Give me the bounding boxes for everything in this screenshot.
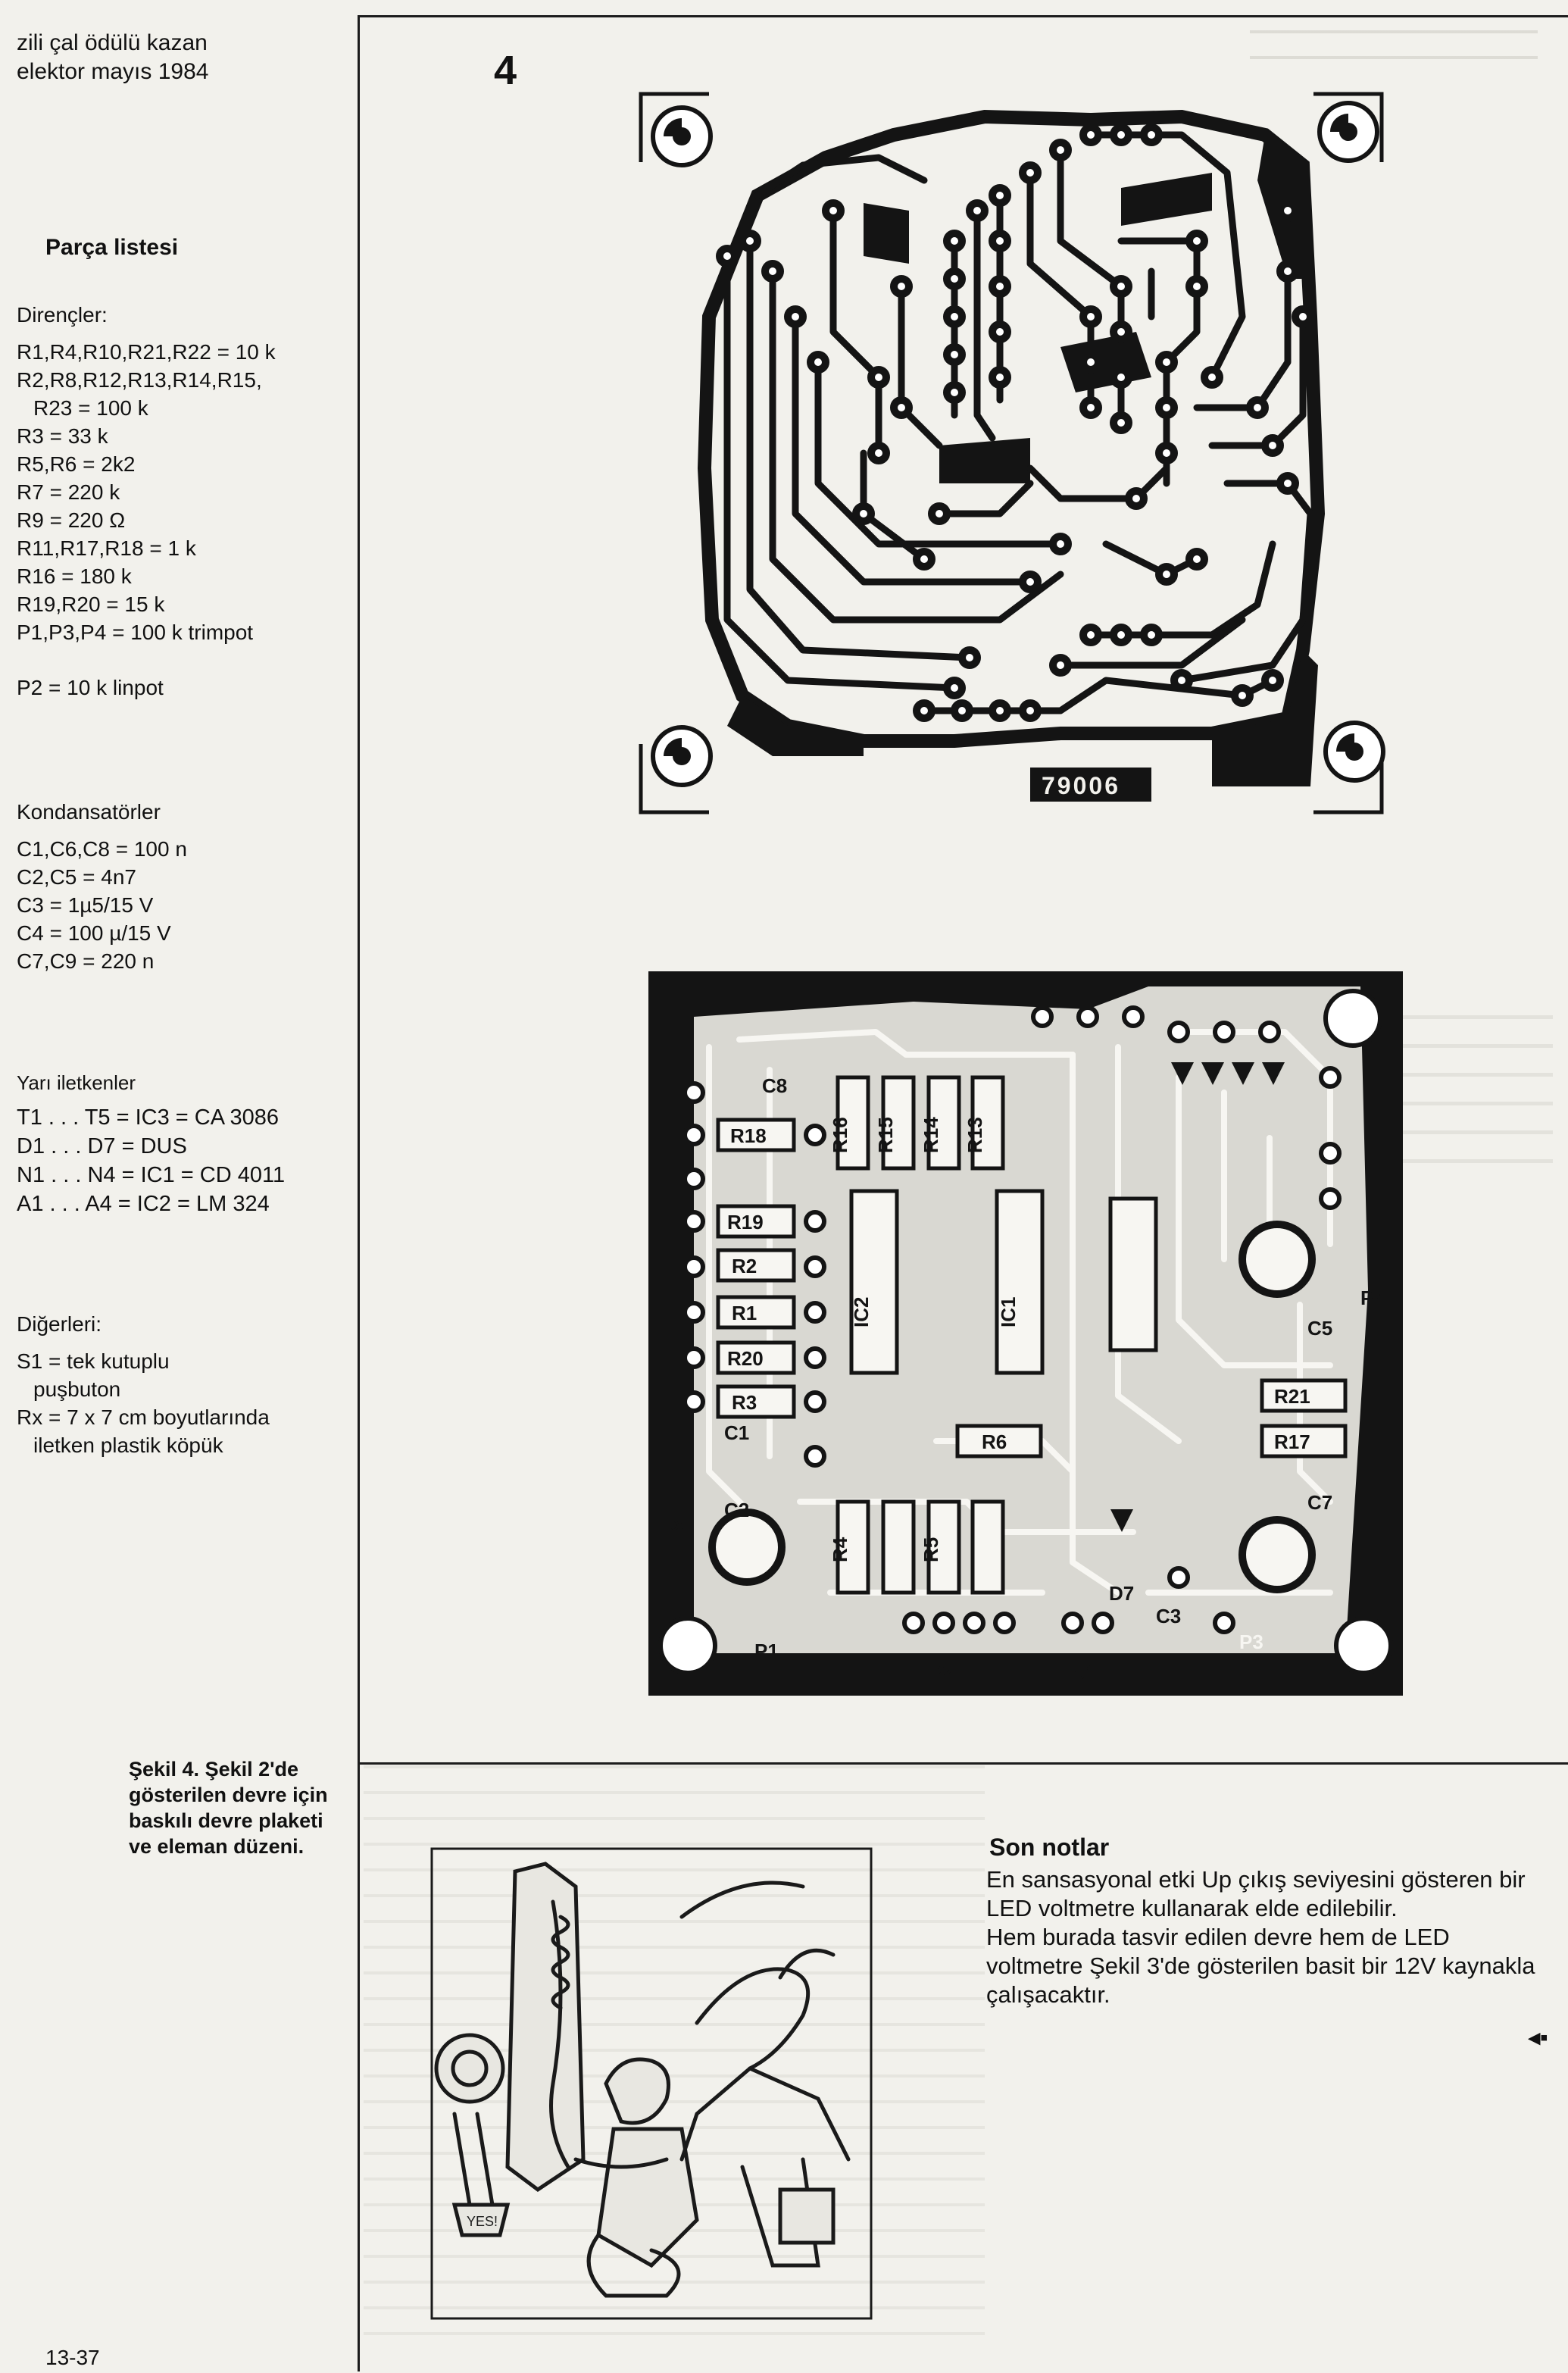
capacitors-title: Kondansatörler <box>17 800 161 824</box>
label-r4: R4 <box>829 1537 851 1562</box>
list-item: iletken plastik köpük <box>33 1433 223 1457</box>
list-item: C7,C9 = 220 n <box>17 949 155 973</box>
label-r21: R21 <box>1274 1385 1310 1408</box>
label-r5: R5 <box>920 1537 942 1562</box>
end-of-article-icon: ◂▪ <box>1529 2025 1548 2050</box>
label-r13: R13 <box>964 1117 986 1153</box>
figure-number: 4 <box>494 48 517 93</box>
list-item: C1,C6,C8 = 100 n <box>17 837 187 861</box>
resistors-title: Dirençler: <box>17 303 108 327</box>
bleed-through-texture <box>1250 30 1538 76</box>
notes-paragraph-1: En sansasyonal etki Up çıkış seviyesini … <box>986 1866 1526 1921</box>
label-c2: C2 <box>724 1499 749 1521</box>
others-title: Diğerleri: <box>17 1312 102 1336</box>
label-c8: C8 <box>762 1074 787 1097</box>
list-item: R3 = 33 k <box>17 424 108 448</box>
list-item: R5,R6 = 2k2 <box>17 452 136 476</box>
semiconductors-list: T1 . . . T5 = IC3 = CA 3086 D1 . . . D7 … <box>17 1103 285 1218</box>
label-c7: C7 <box>1307 1491 1332 1514</box>
label-r17: R17 <box>1274 1430 1310 1453</box>
list-item: S1 = tek kutuplu <box>17 1349 170 1373</box>
copper-traces <box>723 131 1314 714</box>
figure-caption: Şekil 4. Şekil 2'de gösterilen devre içi… <box>129 1758 328 1858</box>
list-item: T1 . . . T5 = IC3 = CA 3086 <box>17 1105 280 1130</box>
page-number: 13-37 <box>45 2346 100 2369</box>
notes-title: Son notlar <box>989 1834 1110 1861</box>
mounting-hole-marks <box>651 101 1385 787</box>
cartoon-illustration: YES! <box>430 1847 873 2320</box>
list-item: D1 . . . D7 = DUS <box>17 1134 187 1158</box>
cartoon-sign: YES! <box>467 2214 498 2229</box>
label-c5: C5 <box>1307 1317 1332 1340</box>
column-divider <box>358 15 360 2371</box>
label-rx: Rx <box>659 1512 685 1535</box>
list-item: R9 = 220 Ω <box>17 508 126 532</box>
list-item: R1,R4,R10,R21,R22 = 10 k <box>17 340 276 364</box>
diode-row <box>1110 1062 1285 1532</box>
label-s1: S1 <box>1073 1661 1097 1684</box>
section-rule <box>358 1762 1568 1765</box>
list-item: R2,R8,R12,R13,R14,R15, <box>17 368 262 392</box>
magazine-header: zili çal ödülü kazan elektor mayıs 1984 <box>17 29 208 86</box>
list-item: R23 = 100 k <box>33 396 148 420</box>
label-r14: R14 <box>920 1117 942 1153</box>
pcb-copper-layout: 79006 <box>639 92 1385 814</box>
list-item: R16 = 180 k <box>17 564 132 588</box>
list-item: A1 . . . A4 = IC2 = LM 324 <box>17 1192 270 1216</box>
label-r19: R19 <box>727 1211 764 1233</box>
label-r15: R15 <box>874 1117 897 1153</box>
list-item: R7 = 220 k <box>17 480 120 504</box>
pcb-code-text: 79006 <box>1042 772 1120 799</box>
label-p3: P3 <box>1239 1630 1263 1653</box>
header-line-2: elektor mayıs 1984 <box>17 59 209 84</box>
label-ic2: IC2 <box>850 1297 873 1327</box>
semiconductors-title: Yarı iletkenler <box>17 1071 136 1094</box>
resistor-bodies <box>716 1075 1348 1595</box>
header-line-1: zili çal ödülü kazan <box>17 30 208 55</box>
capacitors-list: C1,C6,C8 = 100 n C2,C5 = 4n7 C3 = 1µ5/15… <box>17 835 187 975</box>
label-d7: D7 <box>1109 1582 1134 1605</box>
ic-packages <box>849 1189 1158 1375</box>
label-p1: P1 <box>754 1640 779 1662</box>
list-item: P1,P3,P4 = 100 k trimpot <box>17 621 254 644</box>
list-item: C4 = 100 µ/15 V <box>17 921 171 945</box>
solder-pads <box>716 123 1314 722</box>
label-ic1: IC1 <box>997 1297 1020 1327</box>
top-rule <box>358 15 1568 17</box>
label-r6: R6 <box>982 1430 1007 1453</box>
label-r2: R2 <box>732 1255 757 1277</box>
component-pads <box>682 1005 1342 1634</box>
notes-paragraph-2: Hem burada tasvir edilen devre hem de LE… <box>986 1924 1535 2008</box>
list-item: puşbuton <box>33 1377 121 1401</box>
pcb-component-layout: C8 R18 R19 R2 R1 R20 R3 C1 C2 Rx R4 R5 P… <box>648 971 1403 1696</box>
resistors-list: R1,R4,R10,R21,R22 = 10 k R2,R8,R12,R13,R… <box>17 338 276 702</box>
label-p2: P2 <box>929 1661 953 1684</box>
label-r1: R1 <box>732 1302 757 1324</box>
label-r3: R3 <box>732 1391 757 1414</box>
label-p4: P4 <box>1360 1287 1385 1309</box>
list-item: C3 = 1µ5/15 V <box>17 893 154 917</box>
list-item: N1 . . . N4 = IC1 = CD 4011 <box>17 1163 286 1187</box>
others-list: S1 = tek kutuplu puşbuton Rx = 7 x 7 cm … <box>17 1347 270 1459</box>
label-r18: R18 <box>730 1124 767 1147</box>
list-item: R19,R20 = 15 k <box>17 592 165 616</box>
label-r16: R16 <box>829 1117 851 1153</box>
label-c3: C3 <box>1156 1605 1181 1627</box>
list-item: Rx = 7 x 7 cm boyutlarında <box>17 1405 270 1429</box>
label-r20: R20 <box>727 1347 764 1370</box>
list-item: R11,R17,R18 = 1 k <box>17 536 196 560</box>
registration-marks <box>639 92 1384 814</box>
notes-body: En sansasyonal etki Up çıkış seviyesini … <box>986 1865 1547 2009</box>
label-c1: C1 <box>724 1421 749 1444</box>
trimpots <box>708 1221 1316 1593</box>
parts-list-title: Parça listesi <box>45 235 179 260</box>
list-item: C2,C5 = 4n7 <box>17 865 136 889</box>
list-item: P2 = 10 k linpot <box>17 676 164 699</box>
corner-holes <box>658 989 1393 1675</box>
